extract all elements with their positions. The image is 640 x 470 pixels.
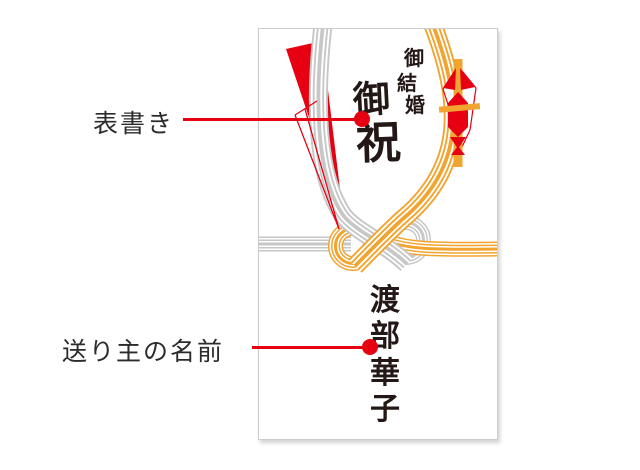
pointer-line-sender-name xyxy=(252,346,371,349)
sender-name-text: 渡 部 華 子 xyxy=(365,283,405,431)
sender-name-label: 送り主の名前 xyxy=(62,337,225,366)
pointer-line-front-writing xyxy=(183,118,363,121)
front-writing-label: 表書き xyxy=(93,109,175,138)
fan-ribs xyxy=(294,100,340,230)
sender-name-char: 渡 xyxy=(370,283,400,318)
heading-small-char: 結 xyxy=(397,71,417,95)
pointer-dot-front-writing xyxy=(354,111,370,127)
sender-name-char: 子 xyxy=(370,392,400,428)
pointer-dot-sender-name xyxy=(362,339,378,355)
sender-name-char: 華 xyxy=(370,355,400,391)
heading-small-char: 御 xyxy=(404,46,424,70)
noshi-icon xyxy=(438,59,481,167)
heading-small-char: 婚 xyxy=(405,93,425,117)
gift-envelope: 御 結 婚 御 祝 渡 部 華 子 xyxy=(258,28,498,440)
envelope-decorations xyxy=(259,29,497,439)
